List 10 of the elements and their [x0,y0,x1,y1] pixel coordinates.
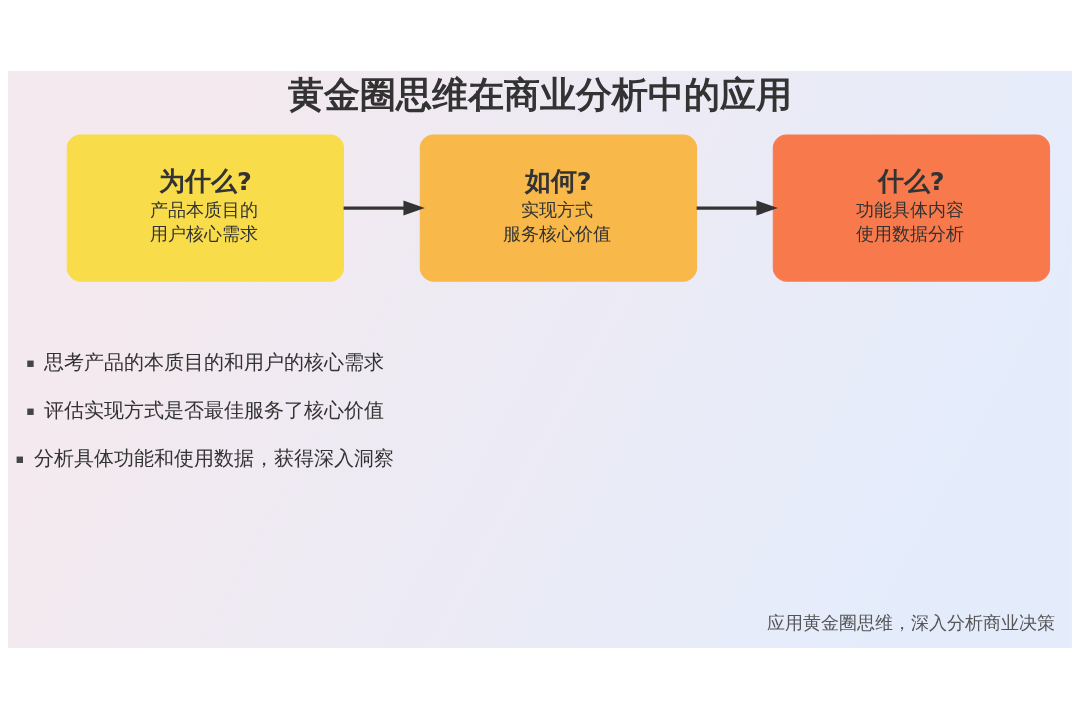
node-box: 如何? 实现方式 服务核心价值 [419,133,698,282]
arrow [696,200,778,216]
node-box: 什么? 功能具体内容 使用数据分析 [772,133,1051,282]
label: 分析具体功能和使用数据，获得深入洞察 [33,445,394,470]
label: 评估实现方式是否最佳服务了核心价值 [44,397,385,422]
node-box: 为什么? 产品本质目的 用户核心需求 [66,133,345,282]
label: 思考产品的本质目的和用户的核心需求 [44,349,385,374]
arrow [343,200,425,216]
diagram-title: 黄金圈思维在商业分析中的应用 [287,72,792,116]
caption: 应用黄金圈思维，深入分析商业决策 [767,611,1056,633]
